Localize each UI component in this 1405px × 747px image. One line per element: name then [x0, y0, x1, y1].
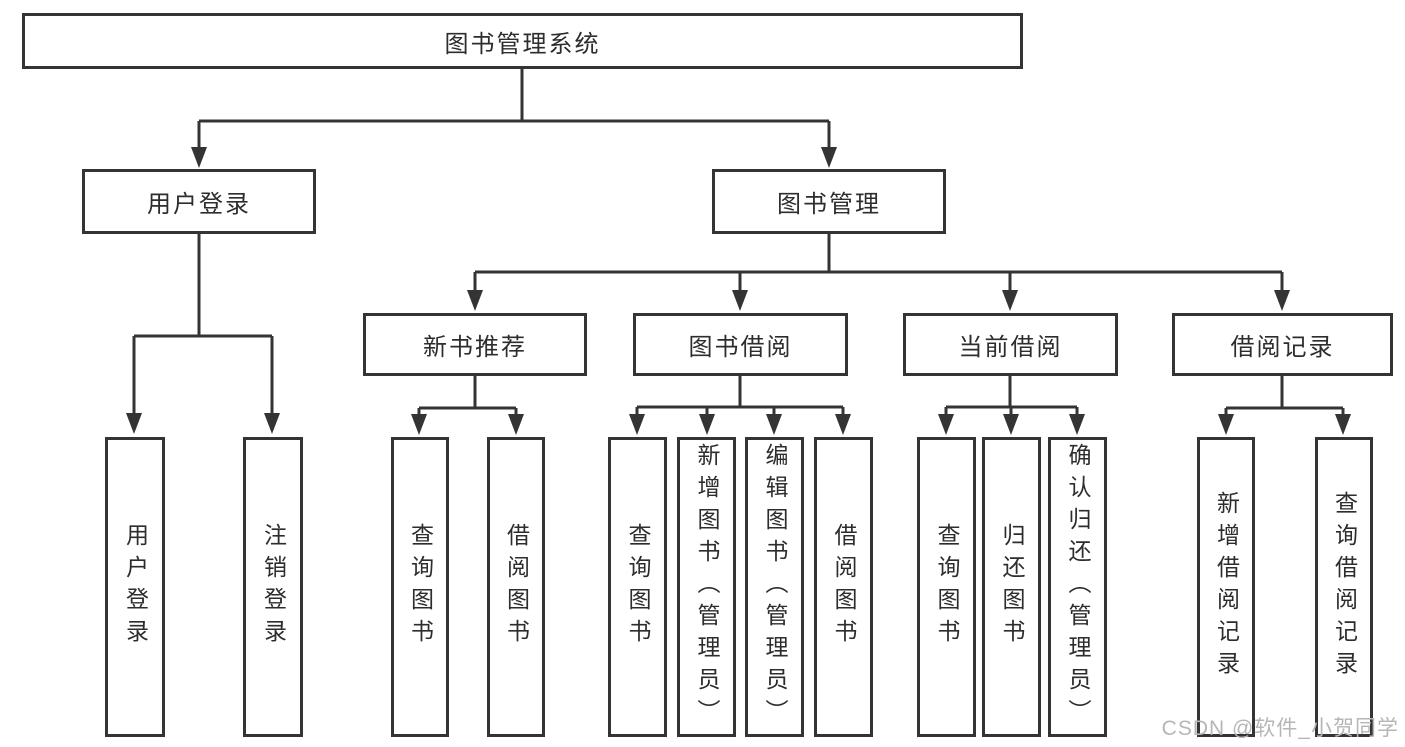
node-new-book-recommend: 新书推荐: [363, 313, 587, 376]
node-current-borrow: 当前借阅: [903, 313, 1118, 376]
leaf-node-query-book-3: 查询图书: [917, 437, 976, 737]
leaf-node-query-book-1: 查询图书: [391, 437, 449, 737]
leaf-node-borrow-book-1: 借阅图书: [487, 437, 545, 737]
leaf-node-edit-book-admin: 编辑图书（管理员）: [745, 437, 804, 737]
leaf-node-user-login: 用户登录: [105, 437, 165, 737]
leaf-node-add-borrow-record: 新增借阅记录: [1197, 437, 1255, 737]
leaf-node-query-book-2: 查询图书: [608, 437, 667, 737]
node-user-login: 用户登录: [82, 169, 316, 234]
leaf-node-borrow-book-2: 借阅图书: [814, 437, 873, 737]
leaf-node-return-book: 归还图书: [982, 437, 1041, 737]
leaf-node-confirm-return-admin: 确认归还（管理员）: [1048, 437, 1107, 737]
watermark: CSDN @软件_小贺同学: [1161, 717, 1399, 740]
leaf-node-logout: 注销登录: [243, 437, 303, 737]
node-borrow-records: 借阅记录: [1172, 313, 1393, 376]
node-root: 图书管理系统: [22, 13, 1023, 69]
leaf-node-add-book-admin: 新增图书（管理员）: [677, 437, 736, 737]
arrowhead-icons: [126, 147, 1351, 435]
node-book-management: 图书管理: [712, 169, 946, 234]
leaf-node-query-borrow-record: 查询借阅记录: [1315, 437, 1373, 737]
node-book-borrow: 图书借阅: [633, 313, 848, 376]
